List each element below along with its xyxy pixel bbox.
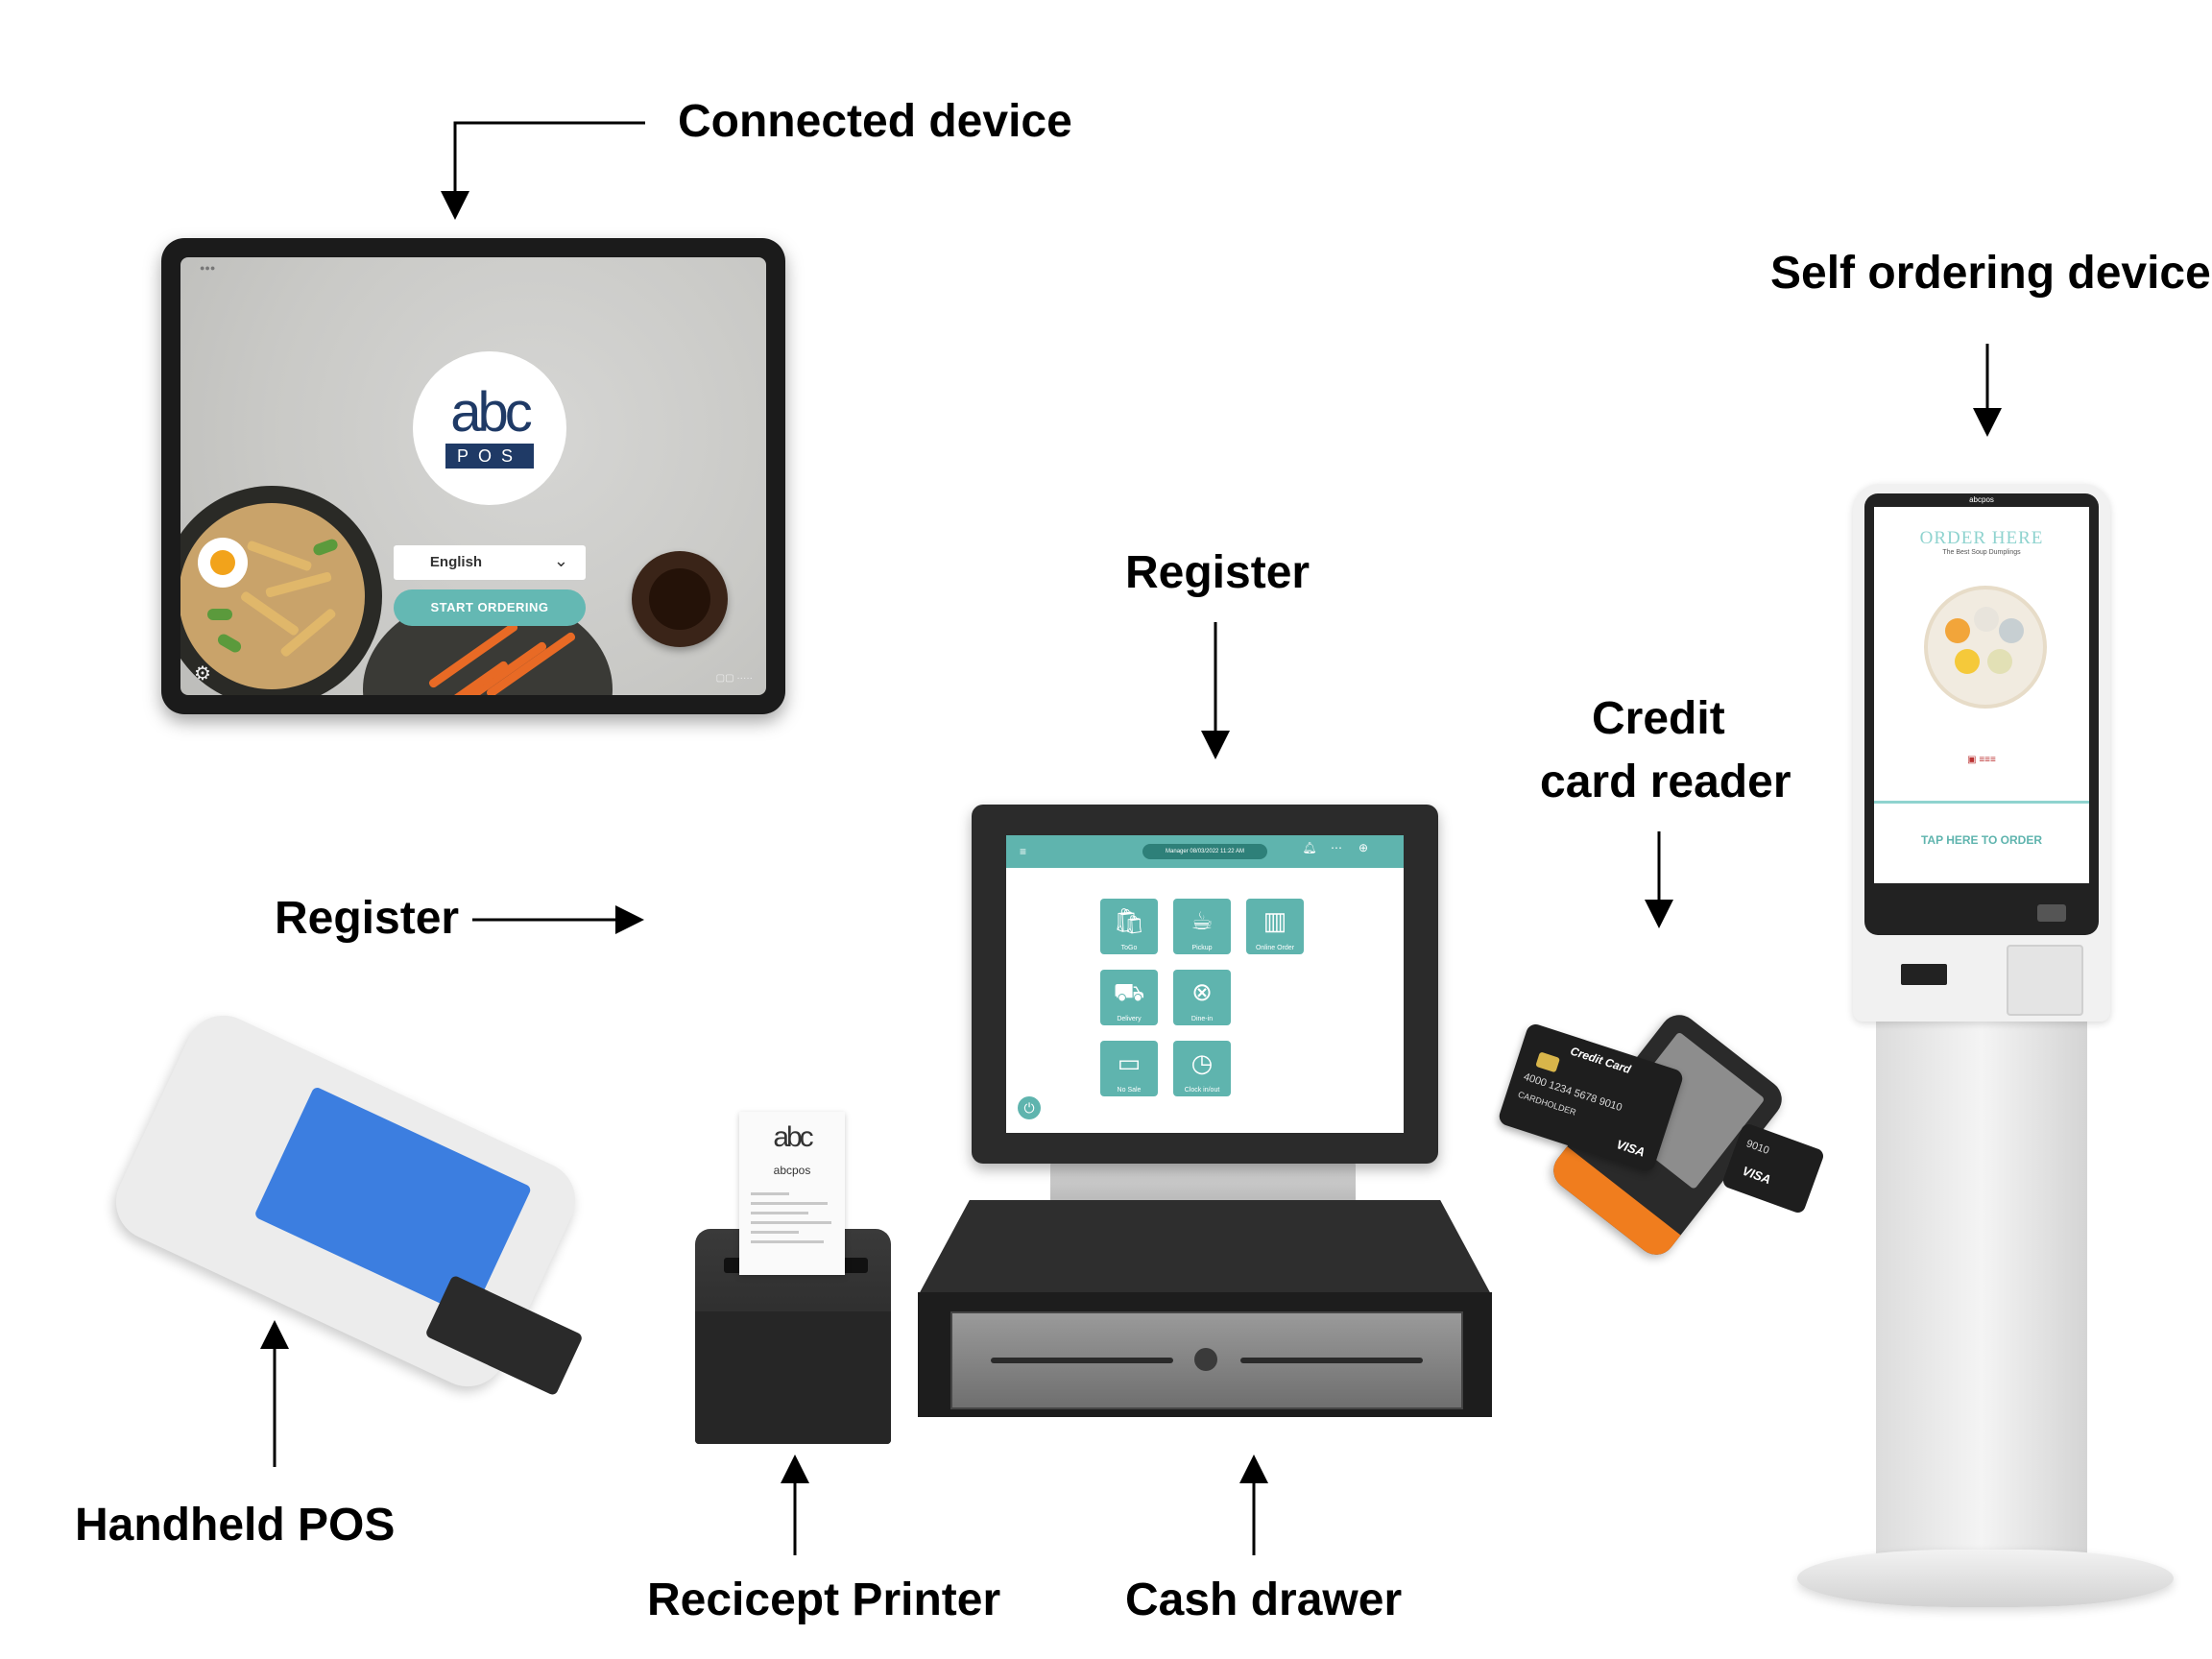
label-self-ordering-device: Self ordering device bbox=[1770, 248, 2211, 299]
language-value: English bbox=[429, 554, 483, 570]
arrow-connected-device bbox=[441, 121, 645, 220]
cash-drawer-top bbox=[918, 1200, 1492, 1296]
receipt-brand-name: abcpos bbox=[773, 1164, 811, 1177]
tablet-status-bar: ●●● bbox=[200, 263, 216, 273]
receipt-logo: abc bbox=[773, 1121, 813, 1153]
card-slot bbox=[1901, 964, 1947, 985]
label-connected-device: Connected device bbox=[678, 96, 1072, 147]
kiosk-brand: abcpos bbox=[1969, 495, 1994, 504]
kiosk-base bbox=[1797, 1550, 2174, 1607]
handheld-screen bbox=[253, 1086, 533, 1318]
kiosk-screen-frame: abcpos ORDER HERE The Best Soup Dumpling… bbox=[1864, 493, 2099, 935]
label-cash-drawer: Cash drawer bbox=[1125, 1575, 1403, 1625]
tile-togo[interactable]: 🛍︎ToGo bbox=[1100, 899, 1158, 954]
bell-icon[interactable]: 🔔︎ bbox=[1302, 841, 1317, 854]
restaurant-logo: ▣ ≡≡≡ bbox=[1967, 755, 1996, 765]
kiosk-subtitle: The Best Soup Dumplings bbox=[1942, 549, 2021, 556]
tile-delivery[interactable]: ⛟Delivery bbox=[1100, 970, 1158, 1025]
lock-icon bbox=[1194, 1348, 1217, 1371]
kiosk-pole bbox=[1876, 1020, 2087, 1569]
register-monitor: ≡ Manager 08/03/2022 11:22 AM 🔔︎ ⋯ ⊕ 🛍︎T… bbox=[972, 805, 1438, 1164]
start-ordering-button[interactable]: START ORDERING bbox=[394, 589, 586, 626]
more-icon[interactable]: ⋯ bbox=[1331, 841, 1342, 854]
kiosk-screen: ORDER HERE The Best Soup Dumplings ▣ ≡≡≡… bbox=[1874, 507, 2089, 883]
kiosk-title: ORDER HERE bbox=[1919, 528, 2044, 548]
logout-icon[interactable]: ⏻ bbox=[1018, 1096, 1041, 1119]
handheld-pos-device bbox=[103, 1002, 589, 1400]
kiosk-receipt-printer bbox=[2007, 945, 2083, 1016]
camera-icon bbox=[2037, 904, 2066, 922]
label-credit-card-reader-line2: card reader bbox=[1540, 757, 1791, 807]
label-credit-card-reader-line1: Credit bbox=[1592, 693, 1725, 744]
tile-no-sale[interactable]: ▭No Sale bbox=[1100, 1041, 1158, 1096]
tablet-device: ●●● abc POS English ⌄ bbox=[161, 238, 785, 714]
noodle-bowl-image bbox=[180, 486, 382, 695]
kiosk-divider bbox=[1874, 801, 2089, 804]
tile-online-order[interactable]: ▥Online Order bbox=[1246, 899, 1304, 954]
credit-card-reader-group: 9010 VISA Credit Card 4000 1234 5678 901… bbox=[1497, 1007, 1826, 1262]
tile-clock-in-out[interactable]: ◷Clock in/out bbox=[1173, 1041, 1231, 1096]
tile-pickup[interactable]: ☕︎Pickup bbox=[1173, 899, 1231, 954]
egg-image bbox=[198, 538, 248, 588]
label-register-left: Register bbox=[275, 893, 460, 944]
gear-icon[interactable]: ⚙ bbox=[194, 663, 211, 685]
cash-drawer-front bbox=[950, 1311, 1463, 1409]
register-menu-icon[interactable]: ≡ bbox=[1020, 845, 1027, 858]
abc-pos-logo: abc POS bbox=[413, 351, 566, 505]
tablet-screen: ●●● abc POS English ⌄ bbox=[180, 257, 766, 695]
self-ordering-kiosk: abcpos ORDER HERE The Best Soup Dumpling… bbox=[1853, 484, 2110, 1022]
tile-dine-in[interactable]: ⊗Dine-in bbox=[1173, 970, 1231, 1025]
dumplings-image bbox=[1924, 586, 2047, 709]
chevron-down-icon: ⌄ bbox=[553, 551, 568, 570]
label-receipt-printer: Recicept Printer bbox=[647, 1575, 1001, 1625]
label-register-top: Register bbox=[1125, 547, 1310, 598]
globe-icon[interactable]: ⊕ bbox=[1358, 841, 1369, 854]
sauce-bowl-image bbox=[632, 551, 728, 647]
language-select[interactable]: English ⌄ bbox=[394, 545, 586, 580]
manager-status-pill[interactable]: Manager 08/03/2022 11:22 AM bbox=[1142, 844, 1267, 859]
register-header-bar: ≡ Manager 08/03/2022 11:22 AM 🔔︎ ⋯ ⊕ bbox=[1006, 835, 1404, 868]
powered-by-text: ▢▢ ····· bbox=[715, 673, 753, 684]
label-handheld-pos: Handheld POS bbox=[75, 1500, 396, 1551]
receipt-paper: abc abcpos bbox=[739, 1112, 845, 1275]
chip-icon bbox=[1535, 1051, 1561, 1073]
register-screen: ≡ Manager 08/03/2022 11:22 AM 🔔︎ ⋯ ⊕ 🛍︎T… bbox=[1006, 835, 1404, 1133]
tap-to-order-button[interactable]: TAP HERE TO ORDER bbox=[1920, 833, 2043, 847]
